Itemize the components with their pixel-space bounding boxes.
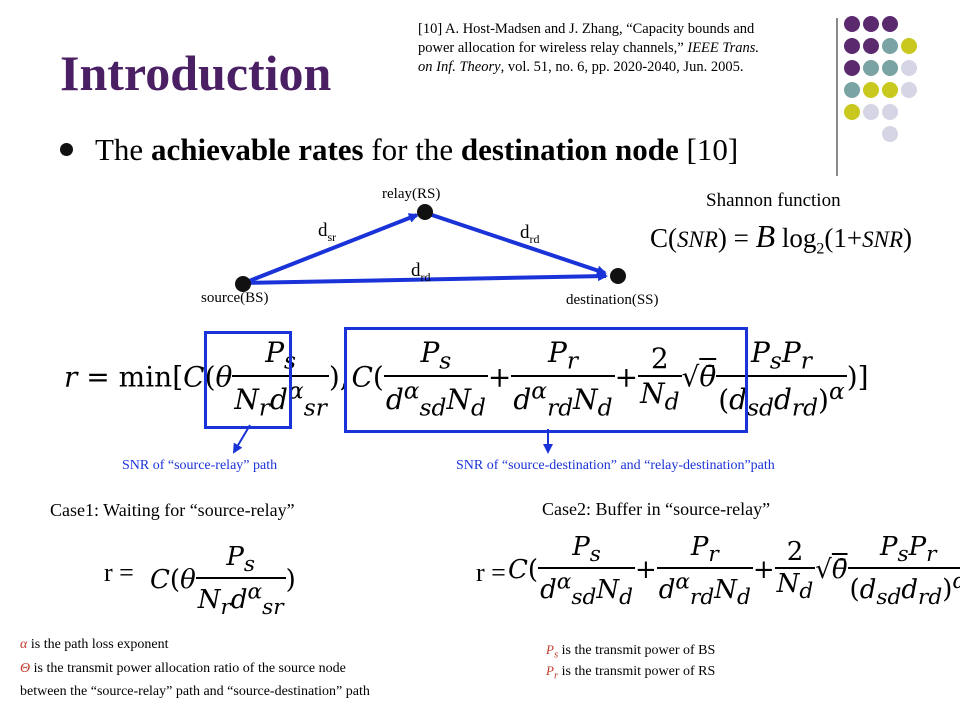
- decorative-dot: [882, 60, 898, 76]
- decorative-dot: [901, 82, 917, 98]
- vertical-divider: [836, 18, 838, 176]
- note-pr: Pr is the transmit power of RS: [546, 663, 715, 682]
- source-relay-snr-box: [204, 331, 292, 429]
- relay-node: [417, 204, 433, 220]
- destination-node: [610, 268, 626, 284]
- reference-details: , vol. 51, no. 6, pp. 2020-2040, Jun. 20…: [500, 59, 744, 75]
- reference-line-3: on Inf. Theory, vol. 51, no. 6, pp. 2020…: [418, 58, 828, 77]
- shannon-eq-sign: ) =: [717, 223, 756, 253]
- decorative-dot: [844, 60, 860, 76]
- snr-source-destination-label: SNR of “source-destination” and “relay-d…: [456, 458, 775, 473]
- slide-title: Introduction: [60, 45, 332, 101]
- snr-source-relay-label: SNR of “source-relay” path: [122, 458, 278, 473]
- distance-rd-main: d: [520, 222, 530, 243]
- bullet-point: The achievable rates for the destination…: [60, 132, 738, 168]
- decorative-dot-grid: [844, 16, 917, 142]
- distance-sd-main: d: [411, 260, 421, 281]
- alpha-symbol: α: [20, 637, 28, 652]
- decorative-dot: [844, 38, 860, 54]
- decorative-dot: [844, 82, 860, 98]
- destination-label: destination(SS): [566, 292, 659, 308]
- distance-rd-label: drd: [520, 222, 540, 247]
- case1-rate-label: r =: [104, 558, 134, 587]
- distance-rd-sub: rd: [529, 232, 540, 246]
- note-ps: Ps is the transmit power of BS: [546, 642, 715, 661]
- bullet-icon: [60, 143, 73, 157]
- shannon-paren-open: (1+: [824, 223, 863, 253]
- decorative-dot: [882, 16, 898, 32]
- distance-sr-label: dsr: [318, 220, 336, 245]
- case2-title: Case2: Buffer in “source-relay”: [542, 499, 771, 519]
- distance-sd-sub: rd: [420, 270, 431, 284]
- decorative-dot: [863, 82, 879, 98]
- ps-symbol-main: P: [546, 642, 554, 657]
- theta-symbol: Θ: [20, 661, 31, 676]
- shannon-bandwidth: B: [755, 218, 776, 254]
- decorative-dot: [901, 38, 917, 54]
- decorative-dot: [863, 38, 879, 54]
- bullet-emph-1: achievable rates: [150, 132, 364, 167]
- pr-symbol-sub: r: [553, 669, 559, 682]
- decorative-dot: [882, 38, 898, 54]
- reference-line-2-text: power allocation for wireless relay chan…: [418, 40, 688, 56]
- decorative-dot: [844, 16, 860, 32]
- bullet-emph-2: destination node: [460, 132, 679, 167]
- decorative-dot: [882, 82, 898, 98]
- note-alpha: α is the path loss exponent: [20, 637, 169, 653]
- ps-symbol-sub: s: [553, 648, 559, 661]
- decorative-dot: [863, 16, 879, 32]
- decorative-dot: [901, 60, 917, 76]
- bullet-text-prefix: The: [95, 132, 151, 167]
- distance-sd-label: drd: [411, 260, 431, 285]
- link-relay-destination: [425, 211, 607, 276]
- source-label: source(BS): [201, 290, 269, 306]
- ps-description: is the transmit power of BS: [558, 643, 716, 658]
- case2-rate-label: r =: [476, 558, 506, 587]
- shannon-snr: SNR: [677, 227, 718, 252]
- ps-symbol: Ps: [546, 642, 558, 661]
- shannon-snr-2: SNR: [862, 227, 904, 252]
- theta-description: is the transmit power allocation ratio o…: [30, 661, 346, 676]
- reference-line-1: [10] A. Host-Madsen and J. Zhang, “Capac…: [418, 21, 755, 37]
- decorative-dot: [863, 60, 879, 76]
- bullet-citation: [10]: [678, 132, 739, 167]
- reference-line-2: power allocation for wireless relay chan…: [418, 39, 828, 58]
- decorative-dot: [863, 104, 879, 120]
- reference-citation: [10] A. Host-Madsen and J. Zhang, “Capac…: [418, 20, 828, 77]
- decorative-dot: [882, 104, 898, 120]
- case1-title: Case1: Waiting for “source-relay”: [50, 500, 295, 520]
- pointer-arrow-left: [232, 424, 251, 454]
- note-theta-cont: between the “source-relay” path and “sou…: [20, 684, 370, 699]
- shannon-paren-close: ): [903, 223, 913, 253]
- decorative-dot: [844, 104, 860, 120]
- distance-sr-sub: sr: [327, 230, 337, 244]
- shannon-equation: C(SNR) = B log2(1+SNR): [650, 218, 912, 258]
- source-destination-snr-box: [344, 327, 748, 433]
- reference-journal-cont: on Inf. Theory: [418, 59, 501, 75]
- shannon-log: log: [775, 223, 817, 253]
- pr-description: is the transmit power of RS: [558, 664, 716, 679]
- shannon-log-base: 2: [816, 240, 825, 258]
- pr-symbol: Pr: [546, 663, 558, 682]
- bullet-text-middle: for the: [363, 132, 461, 167]
- decorative-dot: [882, 126, 898, 142]
- reference-journal: IEEE Trans.: [687, 40, 760, 56]
- relay-label: relay(RS): [382, 186, 441, 202]
- pr-symbol-main: P: [546, 663, 554, 678]
- shannon-title: Shannon function: [706, 190, 841, 211]
- alpha-description: is the path loss exponent: [27, 637, 169, 652]
- distance-sr-main: d: [318, 220, 328, 241]
- shannon-lhs: C(: [650, 223, 677, 253]
- note-theta: Θ is the transmit power allocation ratio…: [20, 661, 346, 677]
